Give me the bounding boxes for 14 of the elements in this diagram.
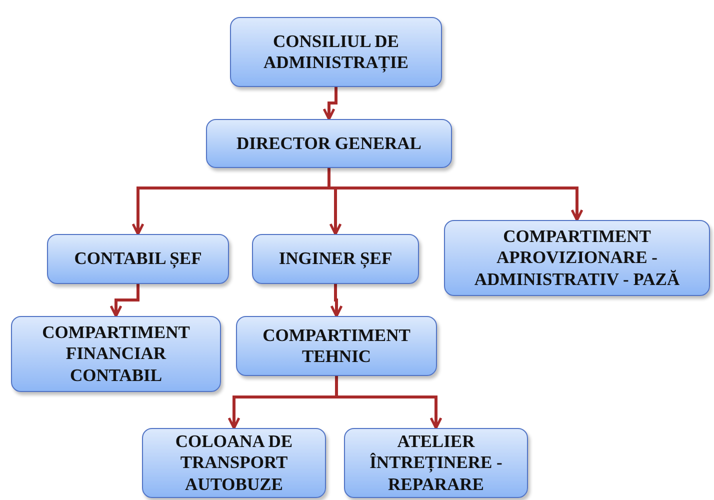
- org-box: INGINER ȘEF: [252, 234, 419, 284]
- org-box: DIRECTOR GENERAL: [206, 119, 452, 168]
- org-box: ATELIER ÎNTREȚINERE - REPARARE: [344, 428, 528, 498]
- org-box: CONSILIUL DE ADMINISTRAȚIE: [230, 17, 442, 87]
- arrow: [322, 87, 338, 120]
- arrow: [330, 284, 343, 318]
- arrow: [335, 376, 442, 430]
- org-box: COMPARTIMENT FINANCIAR CONTABIL: [11, 316, 221, 392]
- org-box: COLOANA DE TRANSPORT AUTOBUZE: [142, 428, 326, 498]
- arrow: [328, 168, 584, 222]
- org-box: COMPARTIMENT APROVIZIONARE - ADMINISTRATIV - PAZĂ: [444, 220, 710, 296]
- org-box: CONTABIL ȘEF: [47, 234, 229, 284]
- arrow: [110, 284, 140, 318]
- org-box: COMPARTIMENT TEHNIC: [236, 316, 437, 376]
